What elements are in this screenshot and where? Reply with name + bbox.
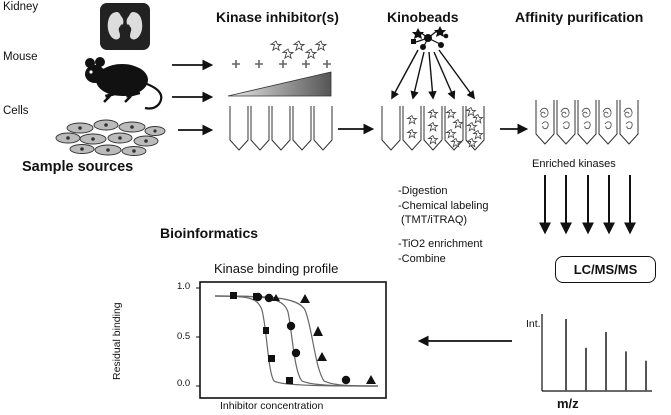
marker-circle — [253, 292, 263, 302]
marker-triangle — [317, 352, 327, 361]
mouse-icon — [85, 57, 163, 110]
step-digestion: -Digestion — [398, 185, 448, 197]
step-tio2-enrichment: -TiO2 enrichment — [398, 238, 483, 250]
marker-circle — [291, 348, 301, 358]
arrows-to-lcms — [539, 175, 636, 235]
inhibitor-tubes — [229, 105, 333, 151]
marker-square — [268, 355, 275, 362]
marker-circle — [286, 321, 296, 331]
marker-square — [230, 292, 237, 299]
spectrum-y-label: Int. — [526, 318, 541, 330]
binding-profile-title: Kinase binding profile — [214, 261, 339, 276]
sample-sources-caption: Sample sources — [22, 159, 134, 175]
cells-icon — [55, 119, 166, 156]
kinase-inhibitors-heading: Kinase inhibitor(s) — [216, 9, 339, 25]
kinobeads-arrows — [391, 49, 475, 100]
kidney-icon — [100, 3, 150, 50]
curve-square — [214, 295, 379, 387]
y-tick-1: 1.0 — [177, 281, 191, 292]
affinity-purification-heading: Affinity purification — [515, 9, 644, 25]
mass-spectrum — [541, 314, 652, 392]
marker-circle — [264, 293, 274, 303]
binding-profile-plot — [196, 281, 387, 399]
purification-tubes — [535, 99, 639, 145]
y-tick-0: 0.0 — [177, 378, 191, 389]
lcms-label: LC/MS/MS — [573, 262, 638, 277]
marker-square — [286, 377, 293, 384]
kinobeads-icon — [411, 26, 449, 50]
step-labeling-reagents: (TMT/iTRAQ) — [398, 214, 468, 226]
mouse-label: Mouse — [3, 51, 38, 63]
cells-label: Cells — [3, 105, 29, 117]
marker-circle — [341, 375, 351, 385]
marker-triangle — [313, 326, 323, 336]
binding-profile-x-label: Inhibitor concentration — [220, 400, 324, 412]
marker-square — [263, 327, 269, 334]
y-tick-05: 0.5 — [177, 331, 191, 342]
enriched-kinases-label: Enriched kinases — [532, 158, 616, 170]
step-combine: -Combine — [398, 253, 446, 265]
marker-triangle — [272, 294, 280, 301]
curve-triangle — [214, 295, 379, 387]
inhibitor-molecules — [232, 40, 331, 68]
concentration-gradient — [227, 71, 332, 97]
kinobeads-heading: Kinobeads — [387, 9, 459, 25]
lcms-box: LC/MS/MS — [555, 256, 656, 283]
kidney-label: Kidney — [3, 1, 39, 13]
marker-triangle — [366, 375, 376, 384]
step-chemical-labeling: -Chemical labeling — [398, 200, 489, 212]
spectrum-x-label: m/z — [557, 396, 579, 411]
bioinformatics-heading: Bioinformatics — [160, 225, 259, 241]
marker-triangle — [300, 294, 310, 303]
